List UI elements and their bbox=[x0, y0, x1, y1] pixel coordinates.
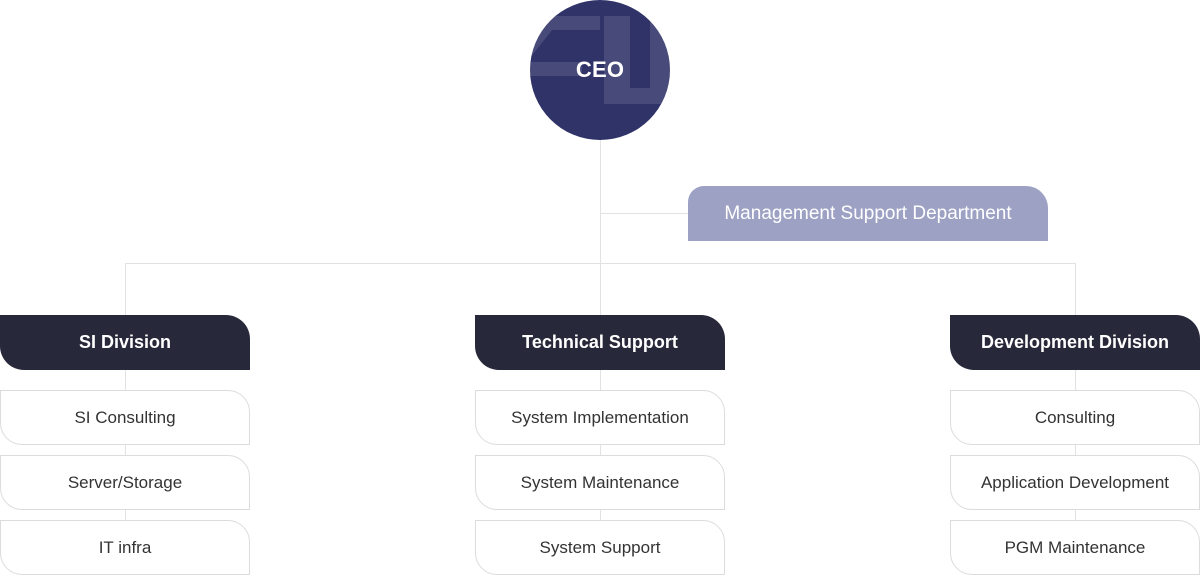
system-implementation-node: System Implementation bbox=[475, 390, 725, 445]
it-infra-node: IT infra bbox=[0, 520, 250, 575]
si-consulting-node: SI Consulting bbox=[0, 390, 250, 445]
development-division-items-connector bbox=[1075, 370, 1076, 530]
ceo-vertical-connector bbox=[600, 140, 601, 315]
management-connector bbox=[600, 213, 688, 214]
consulting-node: Consulting bbox=[950, 390, 1200, 445]
system-support-node: System Support bbox=[475, 520, 725, 575]
si-division-drop-connector bbox=[125, 263, 126, 315]
company-logo-watermark-icon bbox=[530, 16, 670, 104]
server-storage-node: Server/Storage bbox=[0, 455, 250, 510]
development-division-node: Development Division bbox=[950, 315, 1200, 370]
development-division-drop-connector bbox=[1075, 263, 1076, 315]
technical-support-node: Technical Support bbox=[475, 315, 725, 370]
si-division-items-connector bbox=[125, 370, 126, 530]
ceo-node: CEO bbox=[530, 0, 670, 140]
pgm-maintenance-node: PGM Maintenance bbox=[950, 520, 1200, 575]
si-division-node: SI Division bbox=[0, 315, 250, 370]
management-support-department-node: Management Support Department bbox=[688, 186, 1048, 241]
technical-support-items-connector bbox=[600, 370, 601, 530]
system-maintenance-node: System Maintenance bbox=[475, 455, 725, 510]
application-development-node: Application Development bbox=[950, 455, 1200, 510]
division-horizontal-connector bbox=[125, 263, 1076, 264]
ceo-label: CEO bbox=[575, 57, 625, 82]
